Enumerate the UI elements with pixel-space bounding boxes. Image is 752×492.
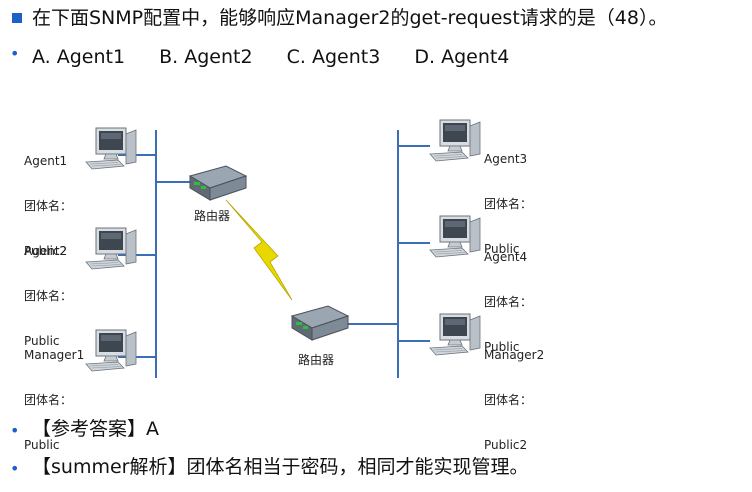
agent3-label: Agent3 团体名： Public (484, 122, 532, 272)
router-top-icon (189, 165, 247, 201)
answer-text: 【参考答案】A (32, 418, 159, 440)
option-d[interactable]: D. Agent4 (414, 46, 510, 68)
agent4-label: Agent4 团体名： Public (484, 220, 532, 370)
agent1-label: Agent1 团体名： Public2 (24, 124, 72, 274)
manager2-label: Manager2 团体名： Public2 (484, 318, 544, 468)
node-name: Agent4 (484, 250, 528, 264)
node-community: Public (484, 340, 520, 354)
manager1-label: Manager1 团体名： Public (24, 318, 84, 468)
node-community-label: 团体名： (24, 393, 73, 407)
answer-bullet: • (10, 421, 20, 440)
agent2-computer-icon (85, 227, 137, 270)
agent2-label: Agent2 团体名： Public (24, 214, 72, 364)
question-text: 在下面SNMP配置中，能够响应Manager2的get-request请求的是（… (32, 7, 668, 29)
router-bottom-icon (291, 305, 349, 341)
node-community: Public2 (484, 438, 528, 452)
explanation-bullet: • (10, 459, 20, 478)
options-row: A. Agent1 B. Agent2 C. Agent3 D. Agent4 (32, 45, 537, 69)
wan-link (225, 199, 293, 301)
node-community: Public (484, 242, 520, 256)
agent3-computer-icon (429, 119, 481, 162)
node-community: Public (24, 438, 60, 452)
explanation-text: 【summer解析】团体名相当于密码，相同才能实现管理。 (32, 456, 529, 478)
options-bullet: • (10, 44, 20, 63)
node-name: Agent3 (484, 152, 528, 166)
node-name: Agent2 (24, 244, 68, 258)
node-community-label: 团体名： (484, 393, 533, 407)
agent1-computer-icon (85, 127, 137, 170)
node-community-label: 团体名： (484, 197, 533, 211)
router-bottom-label: 路由器 (298, 353, 335, 367)
option-c[interactable]: C. Agent3 (286, 46, 381, 68)
node-name: Agent1 (24, 154, 68, 168)
question-bullet (12, 13, 22, 23)
agent4-computer-icon (429, 215, 481, 258)
option-b[interactable]: B. Agent2 (159, 46, 253, 68)
node-community-label: 团体名： (24, 199, 73, 213)
node-community: Public (24, 334, 60, 348)
manager2-computer-icon (429, 313, 481, 356)
node-community: Public2 (24, 244, 68, 258)
node-name: Manager1 (24, 348, 85, 362)
option-a[interactable]: A. Agent1 (32, 46, 126, 68)
node-community-label: 团体名： (24, 289, 73, 303)
node-community-label: 团体名： (484, 295, 533, 309)
manager1-computer-icon (85, 329, 137, 372)
router-top-label: 路由器 (194, 209, 231, 223)
node-name: Manager2 (484, 348, 545, 362)
